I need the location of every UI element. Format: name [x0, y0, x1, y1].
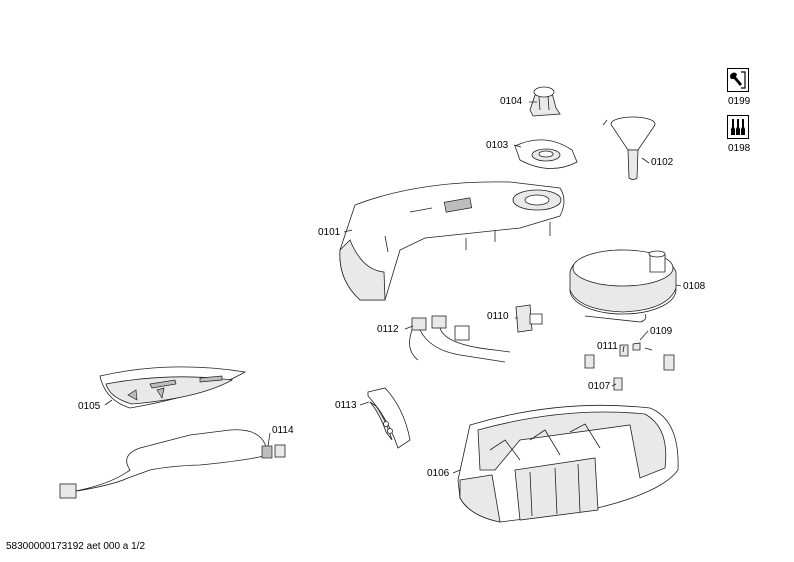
part-0108-bowl	[569, 249, 677, 323]
part-0104-knob	[529, 86, 561, 117]
wrench-manual-icon	[727, 68, 749, 92]
part-0103-ring	[514, 139, 578, 169]
part-label-0108: 0108	[683, 281, 706, 292]
part-0111-clip	[584, 344, 675, 371]
part-label-0110: 0110	[487, 311, 509, 322]
part-0109-clip	[632, 342, 653, 351]
side-icon-label-0199: 0199	[728, 96, 751, 107]
part-label-0107: 0107	[588, 381, 611, 392]
part-label-0104: 0104	[500, 96, 523, 107]
part-0114-power-cord	[59, 429, 286, 499]
part-label-0105: 0105	[78, 401, 101, 412]
part-label-0113: 0113	[335, 400, 357, 411]
part-0113-cover	[367, 387, 411, 449]
part-label-0102: 0102	[651, 157, 674, 168]
part-label-0114: 0114	[272, 425, 294, 436]
part-0101-lid	[339, 181, 565, 301]
tools-screwdrivers-icon	[727, 115, 749, 139]
part-0110-switch	[515, 304, 543, 333]
part-0112-wiring	[409, 315, 511, 363]
part-0105-tray	[99, 366, 247, 409]
side-icon-label-0198: 0198	[728, 143, 751, 154]
part-label-0109: 0109	[650, 326, 673, 337]
part-0102-funnel	[602, 116, 656, 180]
part-label-0112: 0112	[377, 324, 399, 335]
part-0106-base	[457, 404, 679, 523]
part-label-0101: 0101	[318, 227, 341, 238]
leader-lines	[104, 101, 682, 474]
part-0107-clip	[613, 377, 623, 391]
part-label-0111: 0111	[597, 341, 618, 352]
part-label-0106: 0106	[427, 468, 450, 479]
document-footer-id: 58300000173192 aet 000 a 1/2	[6, 541, 146, 552]
part-label-0103: 0103	[486, 140, 509, 151]
